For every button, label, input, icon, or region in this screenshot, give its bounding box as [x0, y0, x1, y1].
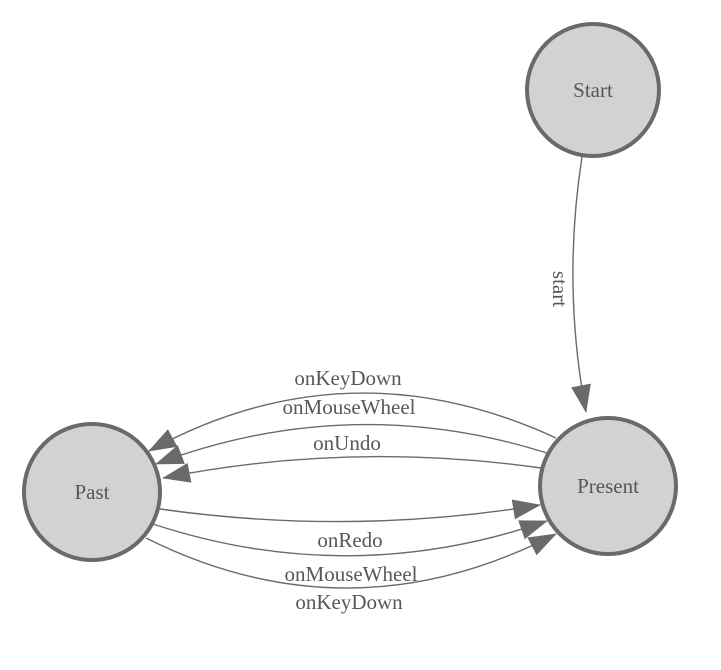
edge-start-to-present: start: [548, 156, 591, 413]
edge-line-start: [571, 156, 591, 413]
edge-past-to-present-onmousewheel: onMouseWheel: [152, 520, 548, 586]
edge-present-to-past-onkeydown: onKeyDown: [148, 366, 557, 452]
node-start: Start: [525, 22, 661, 158]
edge-line-onredo: [159, 499, 541, 523]
edge-present-to-past-onmousewheel: onMouseWheel: [155, 395, 548, 465]
edge-line-onmousewheel-up: [155, 423, 548, 465]
edge-label-onkeydown-up: onKeyDown: [294, 366, 402, 390]
edge-label-onmousewheel-down: onMouseWheel: [285, 562, 418, 586]
edge-label-start: start: [548, 271, 572, 307]
edge-past-to-present-onredo: onRedo: [159, 499, 541, 552]
start-node-label: Start: [573, 78, 613, 102]
present-node-label: Present: [577, 474, 639, 498]
edge-line-onkeydown-up: [148, 392, 557, 452]
edge-line-onmousewheel-down: [152, 520, 548, 557]
edge-label-onkeydown-down: onKeyDown: [295, 590, 403, 614]
edge-label-onmousewheel-up: onMouseWheel: [283, 395, 416, 419]
edge-past-to-present-onkeydown: onKeyDown: [145, 533, 557, 614]
edge-label-onundo: onUndo: [313, 431, 381, 455]
edge-line-onundo: [162, 455, 542, 483]
edge-label-onredo: onRedo: [317, 528, 382, 552]
node-present: Present: [538, 416, 678, 556]
past-node-circle: [22, 422, 162, 562]
start-node-circle: [525, 22, 661, 158]
node-past: Past: [22, 422, 162, 562]
past-node-label: Past: [74, 480, 109, 504]
present-node-circle: [538, 416, 678, 556]
edge-present-to-past-onundo: onUndo: [162, 431, 542, 483]
edge-line-onkeydown-down: [145, 533, 557, 589]
